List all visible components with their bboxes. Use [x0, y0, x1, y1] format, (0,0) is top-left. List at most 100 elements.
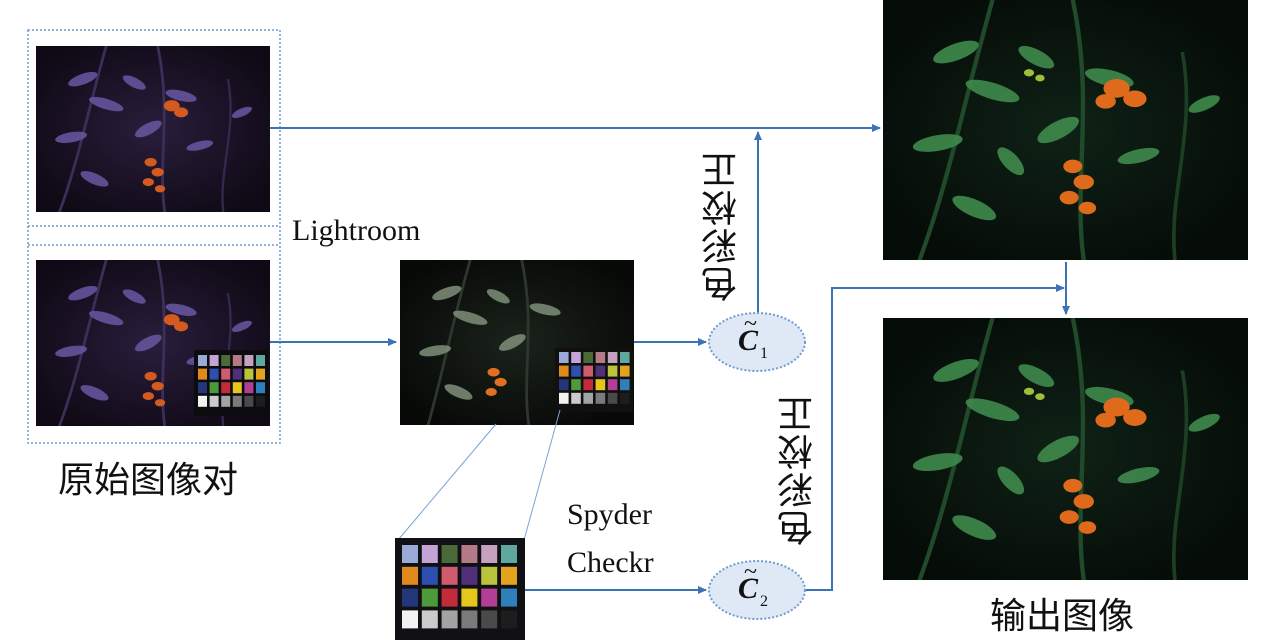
checker-swatch	[402, 545, 418, 563]
checker-swatch	[620, 365, 630, 377]
checker-swatch	[244, 382, 254, 394]
c2-node	[708, 560, 806, 620]
checker-swatch	[595, 352, 606, 363]
zoom-lines	[397, 409, 561, 541]
checker-swatch	[232, 355, 242, 366]
checker-swatch	[607, 365, 618, 377]
checker-swatch	[595, 365, 606, 377]
checker-swatch	[559, 379, 569, 391]
lightroom-label: Lightroom	[292, 214, 421, 247]
checker-swatch	[461, 588, 478, 607]
checkr-label: Checkr	[567, 546, 654, 579]
c1-base: C	[738, 324, 759, 357]
checker-swatch	[221, 355, 231, 366]
corrected-image-top	[883, 0, 1248, 260]
spyder-checkr-image	[395, 538, 525, 640]
checker-swatch	[481, 588, 498, 607]
checker-swatch	[620, 352, 630, 363]
checker-swatch	[198, 382, 207, 394]
checker-swatch	[221, 395, 231, 407]
checker-swatch	[441, 545, 458, 563]
checker-swatch	[481, 610, 498, 629]
checker-swatch	[571, 379, 581, 391]
checker-swatch	[221, 382, 231, 394]
checker-swatch	[595, 392, 606, 404]
checker-swatch	[244, 368, 254, 380]
checker-swatch	[461, 566, 478, 585]
checker-swatch	[583, 352, 593, 363]
c2-base: C	[738, 572, 759, 605]
checker-swatch	[256, 368, 265, 380]
checker-swatch	[209, 355, 219, 366]
checker-swatch	[232, 382, 242, 394]
checker-swatch	[559, 365, 569, 377]
c2-tilde: ~	[744, 559, 757, 585]
checker-swatch	[441, 610, 458, 629]
checker-swatch	[583, 392, 593, 404]
checker-swatch	[559, 352, 569, 363]
checker-swatch	[421, 588, 438, 607]
checker-swatch	[198, 355, 207, 366]
checker-swatch	[256, 355, 265, 366]
arrow-c2-to-output	[806, 284, 1065, 591]
checker-swatch	[221, 368, 231, 380]
checker-swatch	[256, 395, 265, 407]
checker-swatch	[441, 566, 458, 585]
checker-swatch	[244, 355, 254, 366]
checker-swatch	[421, 566, 438, 585]
checker-swatch	[583, 379, 593, 391]
checker-swatch	[209, 395, 219, 407]
checker-swatch	[198, 395, 207, 407]
checker-swatch	[402, 610, 418, 629]
color-correction-label-1: 色彩校正	[702, 150, 742, 302]
arrows	[270, 124, 1070, 594]
checker-swatch	[501, 566, 517, 585]
checker-swatch	[421, 610, 438, 629]
original-pair-frame	[27, 29, 281, 444]
checker-swatch	[461, 610, 478, 629]
lightroom-image	[400, 260, 634, 425]
output-image-label: 输出图像	[990, 596, 1135, 636]
checker-swatch	[209, 368, 219, 380]
checker-small-center	[555, 348, 633, 412]
checker-swatch	[571, 392, 581, 404]
checker-swatch	[481, 566, 498, 585]
spyder-label: Spyder	[567, 498, 652, 531]
checker-swatch	[461, 545, 478, 563]
checker-swatch	[232, 368, 242, 380]
checker-swatch	[607, 352, 618, 363]
checker-swatch	[595, 379, 606, 391]
checker-swatch	[232, 395, 242, 407]
c2-sub: 2	[760, 593, 769, 610]
checker-swatch	[421, 545, 438, 563]
checker-swatch	[441, 588, 458, 607]
checker-swatch	[402, 566, 418, 585]
color-correction-label-2: 色彩校正	[778, 394, 818, 546]
checker-swatch	[244, 395, 254, 407]
c1-node	[708, 312, 806, 372]
original-image-bottom	[36, 260, 270, 426]
checker-swatch	[481, 545, 498, 563]
checker-swatch	[620, 392, 630, 404]
c1-tilde: ~	[744, 311, 757, 337]
checker-swatch	[209, 382, 219, 394]
original-pair-label: 原始图像对	[58, 460, 239, 500]
output-image	[883, 318, 1248, 580]
checker-swatch	[620, 379, 630, 391]
original-image-top	[36, 46, 270, 212]
checker-swatch	[501, 610, 517, 629]
checker-swatch	[402, 588, 418, 607]
checker-small-left	[194, 350, 268, 416]
checker-swatch	[571, 365, 581, 377]
checker-swatch	[571, 352, 581, 363]
checker-swatch	[607, 379, 618, 391]
checker-swatch	[501, 545, 517, 563]
checker-swatch	[256, 382, 265, 394]
checker-swatch	[583, 365, 593, 377]
checker-swatch	[559, 392, 569, 404]
c1-sub: 1	[760, 345, 769, 362]
checker-swatch	[607, 392, 618, 404]
